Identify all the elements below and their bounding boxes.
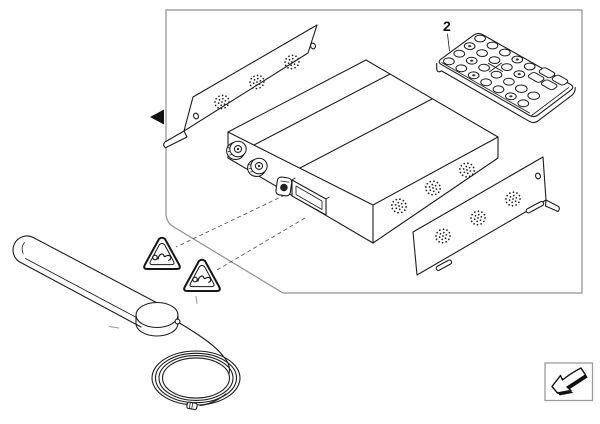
part-mounting-bracket-left[interactable] (163, 24, 318, 149)
av-port (291, 177, 330, 216)
cable-connector-tip (184, 401, 198, 411)
callout-2[interactable]: 2 (443, 18, 451, 52)
arrow-down-left-icon (551, 367, 588, 396)
part-tuner-module[interactable] (226, 59, 499, 244)
callout-2-label[interactable]: 2 (443, 18, 451, 34)
diagram-frame (150, 9, 583, 294)
frame-border (165, 9, 583, 294)
svideo-connector (275, 176, 293, 197)
part-remote-control[interactable] (437, 32, 576, 124)
leader-ticks (108, 295, 198, 329)
callout-2-leader (447, 33, 450, 52)
view-direction-marker-icon (150, 109, 164, 125)
page-direction-button[interactable] (544, 362, 594, 402)
warning-triangle-icon (143, 236, 181, 270)
warning-triangle-icon (183, 258, 221, 292)
part-warning-labels[interactable] (143, 236, 221, 292)
warning-label-leader-lines (175, 194, 306, 271)
part-antenna[interactable] (12, 235, 241, 411)
remote-buttons (441, 32, 569, 111)
part-mounting-bracket-right[interactable] (412, 156, 560, 276)
cable-coil (151, 350, 241, 406)
